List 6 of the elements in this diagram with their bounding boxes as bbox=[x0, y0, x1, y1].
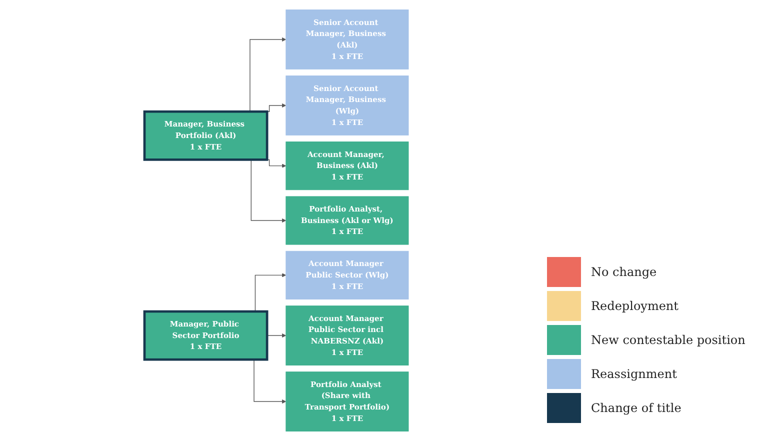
legend-label: New contestable position bbox=[591, 333, 746, 347]
legend-label: No change bbox=[591, 265, 657, 279]
legend-label: Change of title bbox=[591, 401, 682, 415]
arrow bbox=[266, 333, 286, 338]
legend-label: Redeployment bbox=[591, 299, 678, 313]
legend-label: Reassignment bbox=[591, 367, 677, 381]
